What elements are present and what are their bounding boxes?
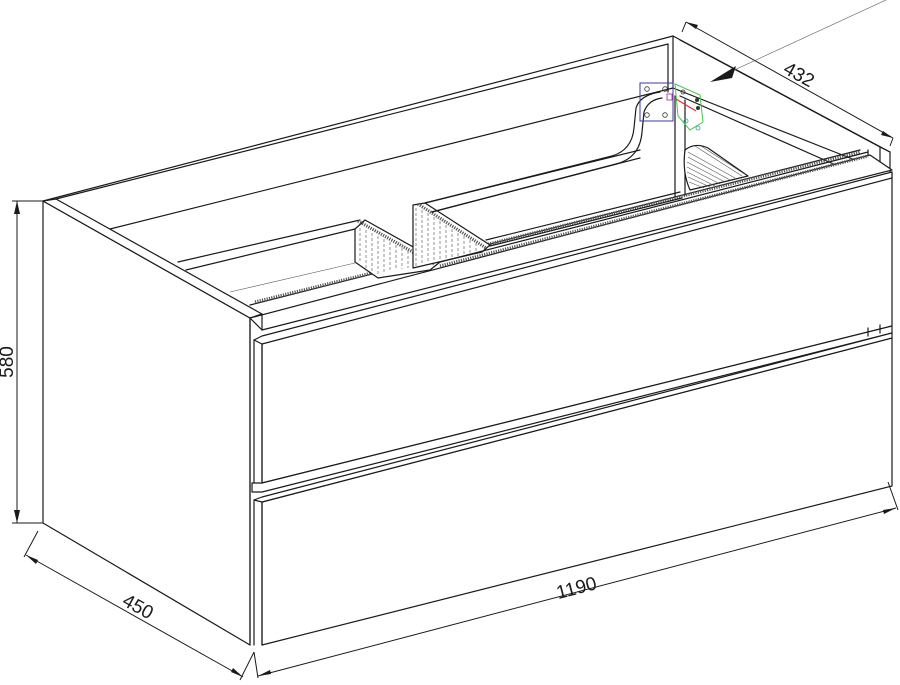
left-partition-hatch [359, 228, 421, 275]
bracket-red [675, 98, 697, 112]
back-panel-inner-line [109, 87, 674, 230]
cabinet-carcass [42, 35, 893, 646]
lower-drawer-edge [253, 332, 893, 503]
leader-arrow [710, 0, 887, 82]
right-side-top-edge [679, 39, 881, 148]
right-partition-hatch [415, 208, 477, 266]
dimension-inner-depth: 432 [681, 21, 894, 147]
bracket-magenta [666, 93, 673, 101]
left-side-panel [42, 200, 251, 646]
right-partition [412, 202, 491, 269]
bracket-blue [639, 82, 674, 122]
siphon-cutout-curve [424, 91, 661, 204]
dimension-width-label: 1190 [554, 573, 599, 604]
leader-arrowhead [710, 66, 736, 82]
drawer-interior [177, 82, 869, 293]
upper-drawer-edge [253, 171, 893, 345]
back-top-edge-inner [55, 43, 669, 200]
fluted-profile [683, 144, 749, 191]
upper-drawer[interactable] [253, 171, 893, 485]
wall-bracket-assembly [639, 82, 704, 131]
dimension-depth-label: 450 [119, 590, 157, 624]
dimension-inner-depth-label: 432 [780, 58, 818, 92]
bracket-green [674, 83, 704, 131]
dimension-height: 580 [0, 200, 43, 524]
lower-drawer[interactable] [253, 332, 893, 646]
dimension-height-label: 580 [0, 346, 18, 378]
